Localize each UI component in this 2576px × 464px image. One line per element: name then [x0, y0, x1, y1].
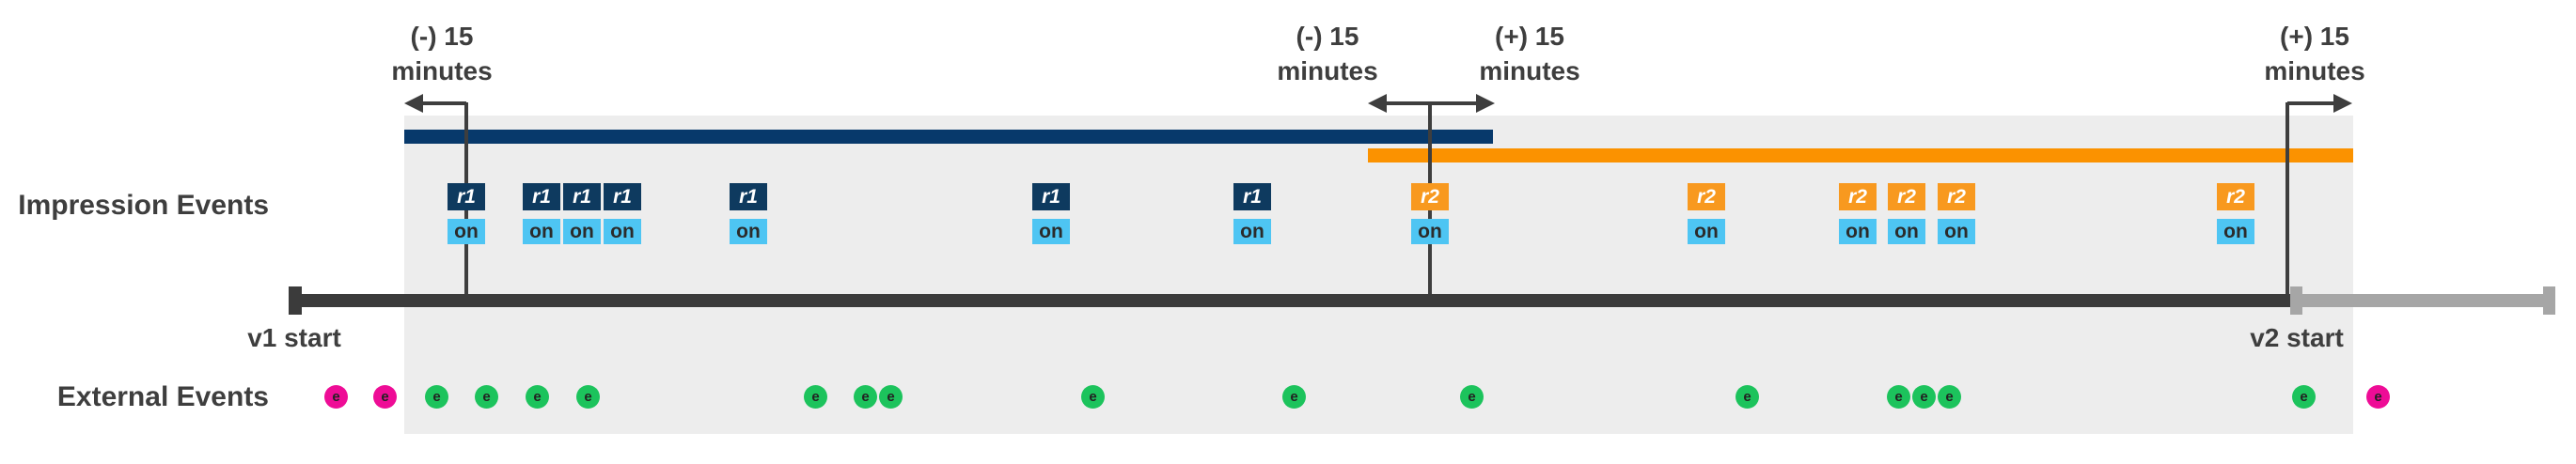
r1-badge: r1: [523, 183, 560, 210]
r1-badge: r1: [563, 183, 601, 210]
r1-badge: r1: [604, 183, 641, 210]
external-event-dot-magenta: e: [324, 385, 348, 409]
r2-badge: r2: [1938, 183, 1975, 210]
v2-start-marker: [2290, 286, 2302, 315]
timeline-v1-segment: [289, 294, 2290, 307]
impression-event-r2: r2 on: [1938, 183, 1975, 244]
annotation-line1: (+) 15: [2280, 22, 2349, 51]
impression-event-r2: r2 on: [1888, 183, 1925, 244]
impression-event-r2: r2 on: [1688, 183, 1725, 244]
impression-event-r2: r2 on: [1839, 183, 1877, 244]
guide-line-v2-start: [2285, 102, 2289, 296]
annotation-line2: minutes: [2264, 56, 2365, 85]
on-badge: on: [2217, 219, 2254, 244]
annotation-line2: minutes: [391, 56, 493, 85]
impression-event-r2: r2 on: [1411, 183, 1449, 244]
external-event-dot-green: e: [1912, 385, 1936, 409]
external-event-dot-green: e: [804, 385, 827, 409]
impression-event-r1: r1 on: [1233, 183, 1271, 244]
annotation-minus-15-first-r2: (-) 15 minutes: [1215, 19, 1440, 88]
external-event-dot-green: e: [425, 385, 448, 409]
on-badge: on: [1888, 219, 1925, 244]
on-badge: on: [448, 219, 485, 244]
external-event-dot-green: e: [879, 385, 903, 409]
external-event-dot-green: e: [475, 385, 498, 409]
impression-event-r1: r1 on: [563, 183, 601, 244]
external-event-dot-green: e: [854, 385, 877, 409]
impression-event-r2: r2 on: [2217, 183, 2254, 244]
r2-badge: r2: [1688, 183, 1725, 210]
r2-badge: r2: [1888, 183, 1925, 210]
external-event-dot-magenta: e: [2366, 385, 2390, 409]
external-event-dot-green: e: [576, 385, 600, 409]
impression-events-row-label: Impression Events: [18, 190, 269, 221]
timeline-end-marker: [2543, 286, 2555, 315]
arrow-line-middle: [1385, 101, 1478, 105]
on-badge: on: [1688, 219, 1725, 244]
collection-window-panel: [404, 116, 2353, 434]
on-badge: on: [1839, 219, 1877, 244]
impression-event-r1: r1 on: [730, 183, 767, 244]
r1-badge: r1: [1032, 183, 1070, 210]
impression-event-r1: r1 on: [604, 183, 641, 244]
external-event-dot-green: e: [1081, 385, 1105, 409]
annotation-plus-15-v2: (+) 15 minutes: [2202, 19, 2427, 88]
r2-active-bar: [1368, 148, 2353, 162]
external-event-dot-green: e: [2292, 385, 2316, 409]
arrow-line-right: [2287, 101, 2335, 105]
timeline-v2-segment: [2302, 294, 2543, 307]
on-badge: on: [563, 219, 601, 244]
impression-event-r1: r1 on: [1032, 183, 1070, 244]
arrow-line-left: [421, 101, 466, 105]
on-badge: on: [523, 219, 560, 244]
r1-active-bar: [404, 130, 1493, 144]
annotation-plus-15-last-r1: (+) 15 minutes: [1417, 19, 1642, 88]
v1-start-label: v1 start: [247, 323, 341, 352]
r2-badge: r2: [2217, 183, 2254, 210]
external-event-dot-green: e: [1938, 385, 1961, 409]
arrowhead-left-icon: [404, 94, 423, 113]
external-event-dot-green: e: [1282, 385, 1306, 409]
external-event-dot-green: e: [526, 385, 549, 409]
annotation-line2: minutes: [1479, 56, 1580, 85]
r1-badge: r1: [448, 183, 485, 210]
r2-badge: r2: [1411, 183, 1449, 210]
arrowhead-right-icon: [1476, 94, 1495, 113]
on-badge: on: [730, 219, 767, 244]
external-event-dot-green: e: [1736, 385, 1759, 409]
on-badge: on: [1233, 219, 1271, 244]
arrowhead-left-icon: [1368, 94, 1387, 113]
external-events-row-label: External Events: [56, 381, 269, 412]
v2-start-label: v2 start: [2250, 323, 2344, 352]
external-event-dot-magenta: e: [373, 385, 397, 409]
annotation-minus-15-first-r1: (-) 15 minutes: [329, 19, 555, 88]
on-badge: on: [1411, 219, 1449, 244]
annotation-line1: (+) 15: [1495, 22, 1564, 51]
r1-badge: r1: [1233, 183, 1271, 210]
r2-badge: r2: [1839, 183, 1877, 210]
arrowhead-right-icon: [2333, 94, 2352, 113]
annotation-line2: minutes: [1277, 56, 1378, 85]
on-badge: on: [1032, 219, 1070, 244]
annotation-line1: (-) 15: [1296, 22, 1359, 51]
impression-event-r1: r1 on: [523, 183, 560, 244]
on-badge: on: [604, 219, 641, 244]
impression-event-r1: r1 on: [448, 183, 485, 244]
on-badge: on: [1938, 219, 1975, 244]
external-event-dot-green: e: [1460, 385, 1484, 409]
annotation-line1: (-) 15: [410, 22, 474, 51]
r1-badge: r1: [730, 183, 767, 210]
external-event-dot-green: e: [1887, 385, 1910, 409]
